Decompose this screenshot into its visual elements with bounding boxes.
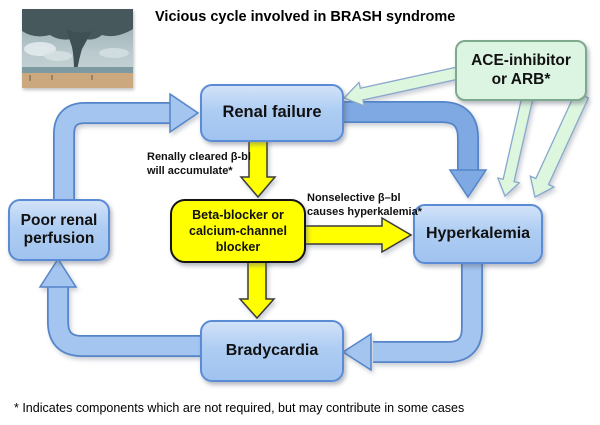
arrow-ace-to-hyperkalemia-left bbox=[496, 93, 535, 198]
tornado-image bbox=[22, 9, 133, 88]
arrow-renal-failure-to-hyperkalemia bbox=[338, 101, 488, 199]
tornado-cloud bbox=[99, 48, 129, 58]
footnote: * Indicates components which are not req… bbox=[14, 401, 465, 415]
arrow-beta-blocker-to-hyperkalemia bbox=[299, 216, 413, 254]
tornado-funnel bbox=[66, 29, 92, 75]
node-renal-failure: Renal failure bbox=[200, 84, 344, 142]
arrow-hyperkalemia-to-bradycardia bbox=[341, 258, 483, 372]
node-poor-renal-perfusion: Poor renal perfusion bbox=[8, 199, 110, 261]
tornado-cloud bbox=[24, 42, 56, 56]
tornado-cloud-mass bbox=[22, 9, 133, 40]
arrow-beta-blocker-to-bradycardia bbox=[238, 256, 276, 320]
node-bradycardia: Bradycardia bbox=[200, 320, 344, 382]
arrow-ace-to-hyperkalemia-right bbox=[529, 91, 590, 198]
arrow-perfusion-to-renal-failure bbox=[53, 92, 200, 205]
arrow-renal-failure-to-beta-blocker bbox=[239, 135, 277, 199]
arrow-bradycardia-to-perfusion bbox=[38, 257, 202, 357]
node-ace-inhibitor: ACE-inhibitor or ARB* bbox=[455, 40, 587, 101]
annotation-nonselective: Nonselective β–bl causes hyperkalemia* bbox=[307, 192, 422, 219]
tornado-cloud bbox=[44, 51, 72, 61]
arrow-ace-to-renal-failure bbox=[342, 66, 461, 107]
tornado-ground bbox=[22, 73, 133, 88]
tornado-horizon-band bbox=[22, 67, 133, 75]
node-beta-blocker: Beta-blocker or calcium-channel blocker bbox=[170, 199, 306, 263]
diagram-title: Vicious cycle involved in BRASH syndrome bbox=[155, 9, 456, 25]
node-hyperkalemia: Hyperkalemia bbox=[413, 204, 543, 264]
annotation-renally-cleared: Renally cleared β-bl will accumulate* bbox=[147, 151, 251, 178]
